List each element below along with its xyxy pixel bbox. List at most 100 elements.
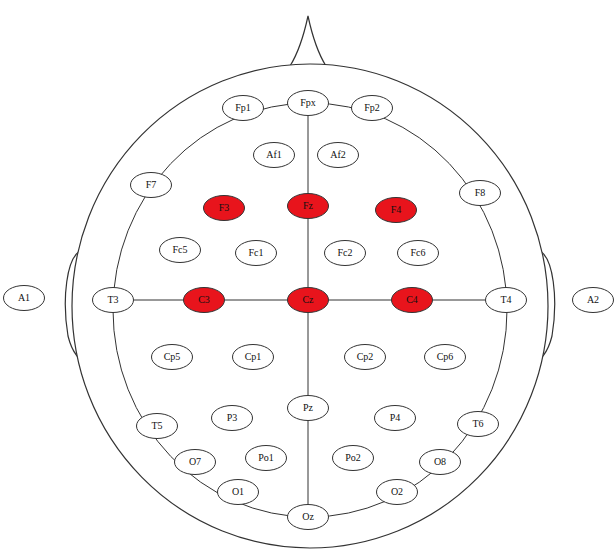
electrode: A1	[3, 285, 45, 311]
electrode-label: Fc6	[397, 247, 439, 259]
electrode: Cp1	[232, 344, 274, 370]
electrode-ellipse	[333, 446, 374, 471]
electrode: Fc2	[324, 240, 366, 266]
electrode-label: Cp6	[424, 351, 466, 363]
electrode-ellipse	[458, 412, 499, 437]
axis-line	[308, 219, 309, 287]
electrode: Fp1	[222, 95, 264, 121]
electrode-ellipse	[204, 196, 245, 221]
electrode-label: O1	[217, 486, 259, 498]
electrode-label: Fc5	[159, 244, 201, 256]
electrode-ellipse	[573, 288, 614, 313]
electrode-ellipse	[175, 450, 216, 475]
electrode-ellipse	[318, 143, 359, 168]
axis-line	[134, 300, 183, 301]
electrode-label: T3	[92, 294, 134, 306]
electrode: Pz	[287, 395, 329, 421]
electrode-ellipse	[345, 345, 386, 370]
electrode: T6	[457, 411, 499, 437]
axis-line	[225, 300, 287, 301]
electrode-label: F4	[375, 204, 417, 216]
electrode-label: A1	[3, 292, 45, 304]
electrode-ellipse	[254, 143, 295, 168]
electrode-label: Cp1	[232, 351, 274, 363]
electrode-label: O8	[419, 456, 461, 468]
electrode-label: Cp2	[344, 351, 386, 363]
electrode: Fc6	[397, 240, 439, 266]
electrode-label: C4	[391, 294, 433, 306]
electrode: Cp5	[151, 344, 193, 370]
electrode-label: Fp2	[351, 102, 393, 114]
electrode-label: Fp1	[222, 102, 264, 114]
electrode: C3	[183, 287, 225, 313]
electrode-ellipse	[425, 345, 466, 370]
electrode-label: Cz	[287, 294, 329, 306]
electrode-ellipse	[160, 238, 201, 263]
electrode-label: Fpx	[287, 97, 329, 109]
electrode-label: F3	[203, 202, 245, 214]
electrode-ellipse	[152, 345, 193, 370]
axis-line	[308, 313, 309, 395]
electrode-ellipse	[212, 406, 253, 431]
electrode-label: Fc1	[235, 247, 277, 259]
electrode: Oz	[287, 504, 329, 530]
electrode-ellipse	[377, 480, 418, 505]
electrode-label: Af2	[317, 149, 359, 161]
electrode: Po1	[245, 445, 287, 471]
electrode-label: C3	[183, 294, 225, 306]
axis-line	[308, 116, 309, 193]
axis-line	[329, 300, 391, 301]
electrode: T5	[136, 413, 178, 439]
electrode-ellipse	[223, 96, 264, 121]
electrode-ellipse	[137, 414, 178, 439]
electrode-label: F8	[459, 187, 501, 199]
electrode-ellipse	[93, 288, 134, 313]
electrode-label: F7	[130, 179, 172, 191]
electrode: Fpx	[287, 90, 329, 116]
electrode-ellipse	[398, 241, 439, 266]
head-outline	[72, 64, 548, 548]
electrode: T3	[92, 287, 134, 313]
electrode: P4	[374, 405, 416, 431]
axis-line	[433, 300, 485, 301]
electrode-label: Af1	[253, 149, 295, 161]
electrode-label: P4	[374, 412, 416, 424]
electrode-label: Fc2	[324, 247, 366, 259]
electrode: F3	[203, 195, 245, 221]
electrode-ellipse	[375, 406, 416, 431]
electrode: Po2	[332, 445, 374, 471]
electrode-ellipse	[131, 173, 172, 198]
electrode-ellipse	[325, 241, 366, 266]
electrode: O8	[419, 449, 461, 475]
electrode-ellipse	[460, 181, 501, 206]
electrode-label: O7	[174, 456, 216, 468]
electrode: Cp2	[344, 344, 386, 370]
axis-line	[308, 421, 309, 504]
electrode-label: T6	[457, 418, 499, 430]
electrode-label: T5	[136, 420, 178, 432]
inner-circle	[113, 103, 507, 517]
electrode-ellipse	[218, 480, 259, 505]
electrode: F7	[130, 172, 172, 198]
electrode: Cz	[287, 287, 329, 313]
electrode-ellipse	[420, 450, 461, 475]
electrode-ellipse	[288, 396, 329, 421]
electrode: P3	[211, 405, 253, 431]
electrode-ellipse	[486, 288, 527, 313]
electrode-ellipse	[352, 96, 393, 121]
electrode-ellipse	[288, 505, 329, 530]
electrode-ellipse	[4, 286, 45, 311]
electrode: O2	[376, 479, 418, 505]
electrode: Fp2	[351, 95, 393, 121]
electrode-label: O2	[376, 486, 418, 498]
electrode: C4	[391, 287, 433, 313]
electrode: Fc5	[159, 237, 201, 263]
electrode-ellipse	[246, 446, 287, 471]
electrode-label: Po1	[245, 452, 287, 464]
electrode: Af2	[317, 142, 359, 168]
electrode-ellipse	[288, 288, 329, 313]
electrode: O1	[217, 479, 259, 505]
electrode-ellipse	[376, 198, 417, 223]
electrode: Af1	[253, 142, 295, 168]
